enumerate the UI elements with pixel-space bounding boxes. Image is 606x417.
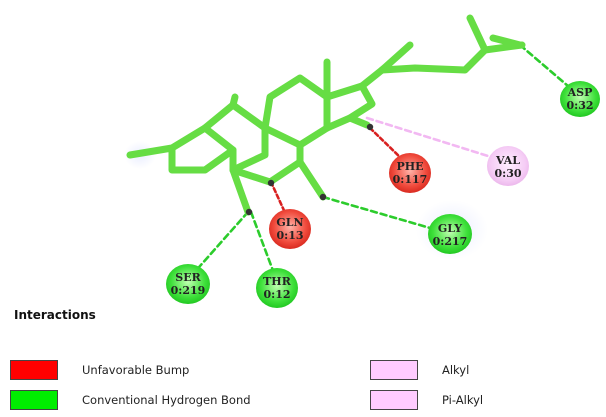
residue-ser[interactable]: SER 0:219 bbox=[166, 264, 210, 304]
hbond-line-ser bbox=[190, 210, 250, 277]
residue-name: PHE bbox=[396, 160, 423, 173]
residue-gln[interactable]: GLN 0:13 bbox=[269, 209, 311, 249]
legend-item-alkyl: Alkyl bbox=[370, 359, 469, 381]
legend-label: Conventional Hydrogen Bond bbox=[82, 393, 251, 407]
residue-id: 0:13 bbox=[276, 229, 303, 242]
residue-phe[interactable]: PHE 0:117 bbox=[389, 153, 431, 193]
hbond-line-thr bbox=[249, 210, 277, 278]
residue-name: GLY bbox=[438, 222, 462, 235]
legend-swatch bbox=[10, 360, 58, 380]
legend-label: Alkyl bbox=[442, 363, 470, 377]
residue-id: 0:30 bbox=[494, 167, 521, 180]
residue-id: 0:12 bbox=[263, 288, 290, 301]
residue-name: THR bbox=[263, 275, 292, 288]
legend-item-pi-alkyl: Pi-Alkyl bbox=[370, 389, 483, 411]
residue-val[interactable]: VAL 0:30 bbox=[487, 146, 529, 186]
residue-name: ASP bbox=[567, 86, 593, 99]
legend-title: Interactions bbox=[14, 308, 96, 322]
residue-name: SER bbox=[175, 271, 201, 284]
residue-gly[interactable]: GLY 0:217 bbox=[428, 214, 472, 254]
ligand-structure bbox=[126, 14, 526, 216]
bond-caps bbox=[245, 123, 374, 216]
residue-name: GLN bbox=[276, 216, 303, 229]
residue-id: 0:219 bbox=[171, 284, 206, 297]
residue-id: 0:117 bbox=[393, 173, 428, 186]
legend-label: Pi-Alkyl bbox=[442, 393, 484, 407]
residue-id: 0:32 bbox=[566, 99, 593, 112]
residue-id: 0:217 bbox=[433, 235, 468, 248]
bump-line-phe bbox=[368, 126, 405, 162]
residue-thr[interactable]: THR 0:12 bbox=[256, 268, 298, 308]
alkyl-line-val bbox=[365, 116, 509, 164]
interaction-diagram: ASP 0:32 PHE 0:117 VAL 0:30 GLN 0:13 GLY… bbox=[124, 14, 600, 308]
hbond-line-asp bbox=[518, 43, 577, 94]
residue-asp[interactable]: ASP 0:32 bbox=[560, 81, 600, 117]
legend-swatch bbox=[10, 390, 58, 410]
legend-label: Unfavorable Bump bbox=[82, 363, 190, 377]
legend-item-unfavorable-bump: Unfavorable Bump bbox=[10, 359, 189, 381]
legend: Interactions Unfavorable Bump Alkyl Conv… bbox=[0, 300, 606, 417]
legend-item-conventional-hydrogen-bond: Conventional Hydrogen Bond bbox=[10, 389, 251, 411]
legend-swatch bbox=[370, 360, 418, 380]
hbond-line-gly bbox=[321, 195, 439, 232]
legend-swatch bbox=[370, 390, 418, 410]
residue-name: VAL bbox=[495, 154, 520, 167]
interaction-lines bbox=[190, 43, 577, 278]
